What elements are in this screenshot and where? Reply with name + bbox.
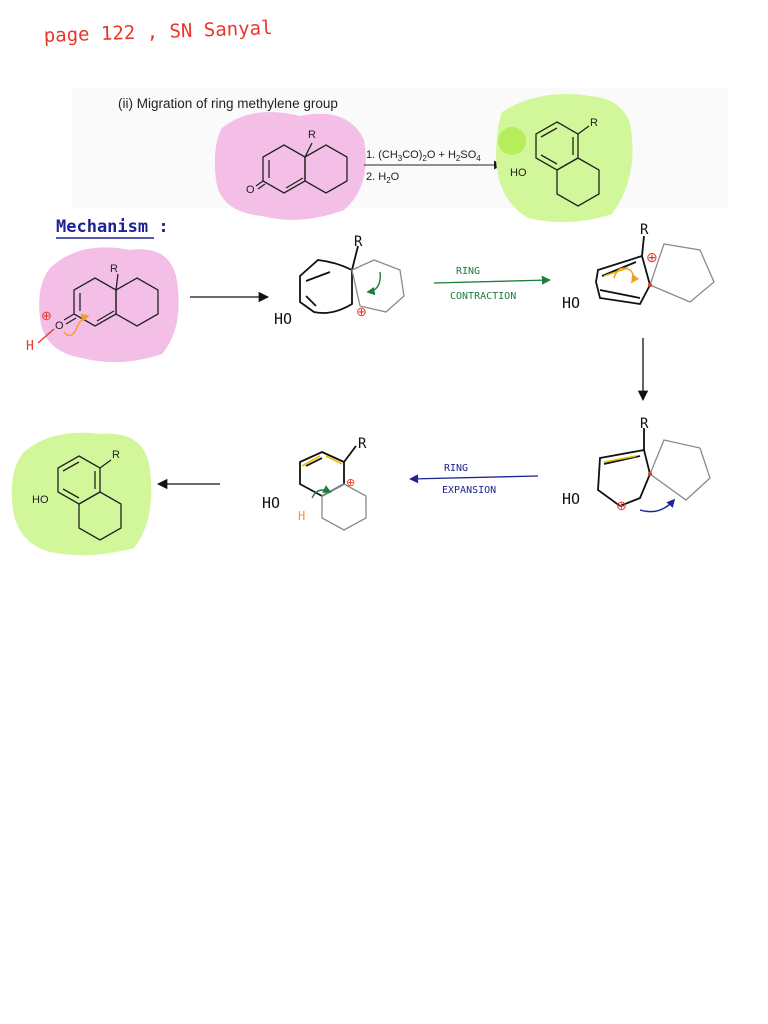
protonated-dienone: R O ⊕ H xyxy=(26,247,179,363)
atom-label-HO: HO xyxy=(274,310,292,328)
curved-arrow-icon xyxy=(366,271,381,296)
reagent-step-2: 2. H2O xyxy=(366,171,400,185)
atom-label-H: H xyxy=(298,509,305,523)
mechanism-title: Mechanism : xyxy=(56,217,169,237)
ring-expansion-arrow xyxy=(409,474,539,484)
atom-label-R: R xyxy=(640,416,649,432)
green-highlight xyxy=(11,432,152,556)
curved-arrow-icon xyxy=(311,485,332,499)
positive-charge-icon: ⊕ xyxy=(616,498,627,513)
positive-charge-icon: ⊕ xyxy=(346,477,355,489)
header-note: page 122 , SN Sanyal xyxy=(43,17,272,47)
pink-highlight xyxy=(214,112,366,220)
green-highlight xyxy=(496,94,633,223)
atom-label-HO: HO xyxy=(32,494,49,506)
atom-label-R: R xyxy=(354,234,363,250)
atom-label-R: R xyxy=(358,436,367,452)
carbocation-intermediate: R HO ⊕ xyxy=(274,234,405,328)
atom-label-HO: HO xyxy=(562,490,580,508)
atom-label-R: R xyxy=(112,449,120,461)
final-phenol-product: R HO xyxy=(11,432,152,556)
atom-label-H: H xyxy=(26,339,34,354)
positive-charge-icon: ⊕ xyxy=(646,249,658,265)
atom-label-O: O xyxy=(55,320,64,332)
atom-label-R: R xyxy=(308,129,316,141)
spiro-ring-cation: R HO ⊕ xyxy=(562,416,711,513)
positive-charge-icon: ⊕ xyxy=(41,308,52,323)
atom-label-R: R xyxy=(640,222,649,238)
atom-label-R: R xyxy=(110,263,118,275)
spiro-carbocation: R HO ⊕ xyxy=(562,222,715,312)
curved-arrow-icon xyxy=(639,498,676,513)
atom-label-HO: HO xyxy=(562,294,580,312)
ring-expansion-label-1: RING xyxy=(444,463,468,474)
atom-label-O: O xyxy=(246,184,255,196)
o-h-bond xyxy=(37,328,55,344)
curved-arrow-icon xyxy=(63,313,90,337)
ring-contraction-label-1: RING xyxy=(456,266,480,277)
ring-expansion-label-2: EXPANSION xyxy=(442,485,496,496)
ring-expanded-cation: R HO H ⊕ xyxy=(262,436,367,531)
ring-contraction-arrow xyxy=(433,275,551,285)
reagent-step-1: 1. (CH3CO)2O + H2SO4 xyxy=(366,149,481,163)
section-heading: (ii) Migration of ring methylene group xyxy=(118,96,338,111)
curved-arrow-icon xyxy=(613,267,640,284)
product-phenol-top: R HO xyxy=(496,94,633,223)
atom-label-R: R xyxy=(590,117,598,129)
green-dot xyxy=(498,127,526,155)
positive-charge-icon: ⊕ xyxy=(356,304,367,319)
ring-contraction-label-2: CONTRACTION xyxy=(450,291,516,302)
starting-dienone: R O xyxy=(214,112,366,220)
atom-label-HO: HO xyxy=(510,167,527,179)
atom-label-HO: HO xyxy=(262,494,280,512)
